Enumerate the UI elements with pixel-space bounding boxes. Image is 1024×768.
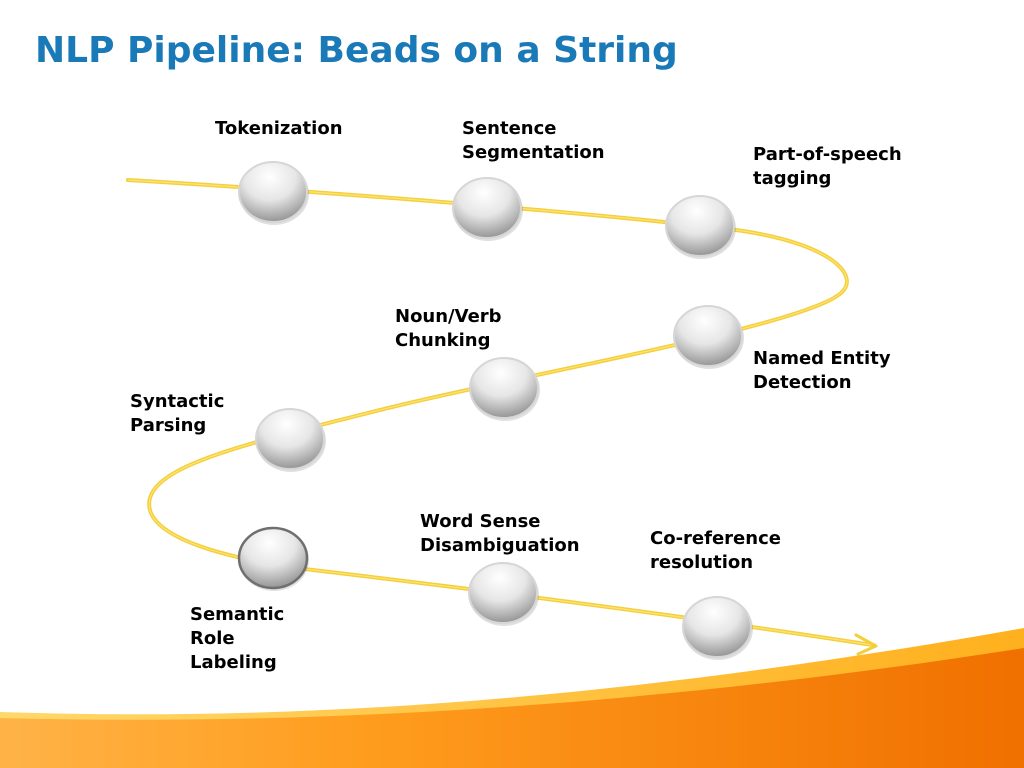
label-line: Chunking [395, 330, 491, 351]
label-pos-tagging: Part-of-speech tagging [753, 143, 902, 191]
bead-shape [469, 357, 539, 419]
label-line: Noun/Verb [395, 306, 502, 327]
footer-swoosh-dark [0, 648, 1024, 768]
label-line: Semantic [190, 604, 285, 625]
bead-shape [673, 305, 743, 367]
bead-noun-verb-chunking [469, 357, 540, 421]
bead-shape [665, 195, 735, 257]
bead-sentence-segmentation [452, 177, 523, 241]
label-line: Labeling [190, 652, 277, 673]
label-tokenization: Tokenization [215, 117, 343, 141]
page-title: NLP Pipeline: Beads on a String [35, 30, 678, 71]
bead-shape [682, 596, 752, 658]
label-line: Role [190, 628, 235, 649]
label-coreference-resolution: Co-reference resolution [650, 527, 781, 575]
label-line: Part-of-speech [753, 144, 902, 165]
label-line: Disambiguation [420, 535, 580, 556]
bead-shape [468, 562, 538, 624]
bead-shape [238, 161, 308, 223]
bead-shape [452, 177, 522, 239]
label-line: Parsing [130, 415, 207, 436]
bead-coreference-resolution [682, 596, 753, 660]
label-line: resolution [650, 552, 754, 573]
label-line: Tokenization [215, 118, 343, 139]
label-line: Detection [753, 372, 852, 393]
bead-tokenization [238, 161, 309, 225]
bead-shape [255, 408, 325, 470]
label-line: Segmentation [462, 142, 605, 163]
bead-semantic-role-labeling [237, 526, 309, 591]
label-line: Sentence [462, 118, 557, 139]
label-line: Syntactic [130, 391, 225, 412]
arrow-head-icon [854, 633, 878, 656]
bead-word-sense-disambiguation [468, 562, 539, 626]
label-line: tagging [753, 168, 832, 189]
bead-named-entity-detection [673, 305, 744, 369]
bead-pos-tagging [665, 195, 736, 259]
bead-shape [237, 526, 309, 590]
label-line: Word Sense [420, 511, 541, 532]
beads [237, 161, 753, 660]
bead-syntactic-parsing [255, 408, 326, 472]
bead-string-core [127, 179, 873, 646]
label-line: Co-reference [650, 528, 781, 549]
footer-swoosh [0, 628, 1024, 768]
label-line: Named Entity [753, 348, 891, 369]
